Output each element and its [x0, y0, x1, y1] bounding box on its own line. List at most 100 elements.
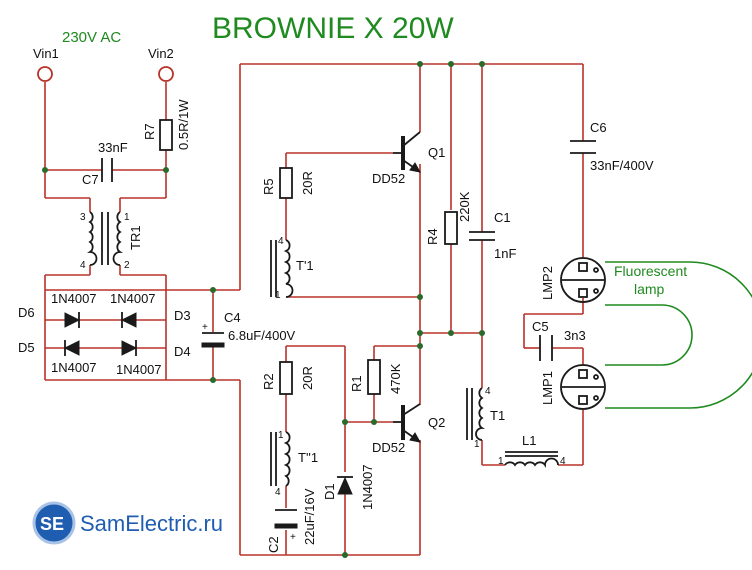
t1-pin1: 1: [474, 439, 480, 450]
transistor-q2: Q2 DD52: [372, 403, 445, 455]
r4-value: 220K: [457, 191, 472, 222]
wires: [44, 63, 584, 556]
c2-plus: +: [290, 532, 296, 543]
diagram-title: BROWNIE X 20W: [212, 12, 454, 45]
d4-ref: D4: [174, 344, 191, 359]
lmp1-ref: LMP1: [540, 371, 555, 405]
c2-ref: C2: [266, 536, 281, 553]
resistor-r1: R1 470K: [349, 359, 403, 395]
d5-value: 1N4007: [51, 360, 97, 375]
diode-d5: D5 1N4007: [18, 340, 97, 375]
t1b-pin4: 4: [275, 487, 281, 498]
inductor-l1: L1 1 4: [498, 433, 566, 468]
r5-value: 20R: [300, 171, 315, 195]
d6-ref: D6: [18, 305, 35, 320]
capacitor-c6: C6 33nF/400V: [570, 120, 654, 173]
resistor-r4: R4 220K: [425, 191, 472, 245]
c1-value: 1nF: [494, 246, 516, 261]
d3-ref: D3: [174, 308, 191, 323]
c6-ref: C6: [590, 120, 607, 135]
winding-t1b: 1 4 T''1: [270, 430, 318, 498]
q1-ref: Q1: [428, 145, 445, 160]
c4-value: 6.8uF/400V: [228, 328, 296, 343]
r1-ref: R1: [349, 375, 364, 392]
terminal-vin1-label: Vin1: [33, 46, 59, 61]
l1-pin4: 4: [560, 456, 566, 467]
d1-value: 1N4007: [360, 464, 375, 510]
c4-plus: +: [202, 322, 208, 333]
r7-ref: R7: [142, 123, 157, 140]
supply-label: 230V AC: [62, 29, 121, 46]
lamp-lmp1: LMP1: [540, 364, 606, 410]
r5-ref: R5: [261, 178, 276, 195]
logo-badge-icon: [32, 501, 76, 545]
q2-ref: Q2: [428, 415, 445, 430]
resistor-r7: R7 0.5R/1W: [142, 99, 191, 151]
c1-ref: C1: [494, 210, 511, 225]
brand-logo[interactable]: SE SamElectric.ru: [32, 501, 223, 545]
capacitor-c2: + C2 22uF/16V: [266, 488, 317, 553]
diode-d1: D1 1N4007: [322, 464, 375, 510]
t1b-pin1: 1: [278, 430, 284, 441]
r4-ref: R4: [425, 228, 440, 245]
c5-value: 3n3: [564, 328, 586, 343]
diode-d6: D6 1N4007: [18, 291, 97, 328]
capacitor-c1: C1 1nF: [469, 210, 516, 261]
winding-t1: 4 1 T1: [466, 386, 505, 450]
c7-value: 33nF: [98, 140, 128, 155]
terminal-vin1: Vin1: [33, 46, 59, 82]
r7-value: 0.5R/1W: [176, 99, 191, 150]
d6-value: 1N4007: [51, 291, 97, 306]
lmp2-ref: LMP2: [540, 266, 555, 300]
lamp-lmp2: LMP2: [540, 257, 606, 303]
q2-value: DD52: [372, 440, 405, 455]
c6-value: 33nF/400V: [590, 158, 654, 173]
t1a-pin4: 4: [278, 236, 284, 247]
winding-t1a: 4 1 T'1: [270, 236, 314, 301]
diode-d3: D3 1N4007: [110, 291, 191, 328]
tr1-pin4: 4: [80, 260, 86, 271]
terminal-vin2: Vin2: [148, 46, 174, 82]
capacitor-c7: 33nF C7: [82, 140, 128, 187]
resistor-r5: R5 20R: [261, 167, 315, 199]
terminal-vin2-label: Vin2: [148, 46, 174, 61]
d4-value: 1N4007: [116, 362, 162, 377]
tr1-pin2: 2: [124, 260, 130, 271]
r2-value: 20R: [300, 366, 315, 390]
lamp-note-line2: lamp: [634, 281, 665, 297]
d1-ref: D1: [322, 483, 337, 500]
t1a-pin1: 1: [275, 290, 281, 301]
c7-ref: C7: [82, 172, 99, 187]
lamp-note-line1: Fluorescent: [614, 263, 687, 279]
l1-ref: L1: [522, 433, 536, 448]
t1-ref: T1: [490, 408, 505, 423]
tr1-ref: TR1: [128, 225, 143, 250]
c5-ref: C5: [532, 319, 549, 334]
capacitor-c5: C5 3n3: [532, 319, 586, 361]
transistor-q1: Q1 DD52: [372, 131, 445, 186]
t1a-ref: T'1: [296, 258, 314, 273]
c4-ref: C4: [224, 310, 241, 325]
capacitor-c4: + C4 6.8uF/400V: [201, 310, 296, 348]
d5-ref: D5: [18, 340, 35, 355]
transformer-tr1: 3 4 1 2 TR1: [80, 211, 143, 271]
tr1-pin3: 3: [80, 212, 86, 223]
junction-dots: [42, 61, 485, 558]
diode-d4: D4 1N4007: [116, 340, 191, 377]
t1-pin4: 4: [485, 386, 491, 397]
r1-value: 470K: [388, 363, 403, 394]
lamp-tube-outline: [605, 261, 752, 409]
t1b-ref: T''1: [298, 450, 318, 465]
r2-ref: R2: [261, 373, 276, 390]
lamp-tube-inner: [605, 304, 693, 366]
tr1-pin1: 1: [124, 212, 130, 223]
logo-text: SE: [40, 514, 64, 534]
resistor-r2: R2 20R: [261, 361, 315, 395]
d3-value: 1N4007: [110, 291, 156, 306]
q1-value: DD52: [372, 171, 405, 186]
l1-pin1: 1: [498, 456, 504, 467]
site-link[interactable]: SamElectric.ru: [80, 511, 223, 536]
c2-value: 22uF/16V: [302, 488, 317, 545]
